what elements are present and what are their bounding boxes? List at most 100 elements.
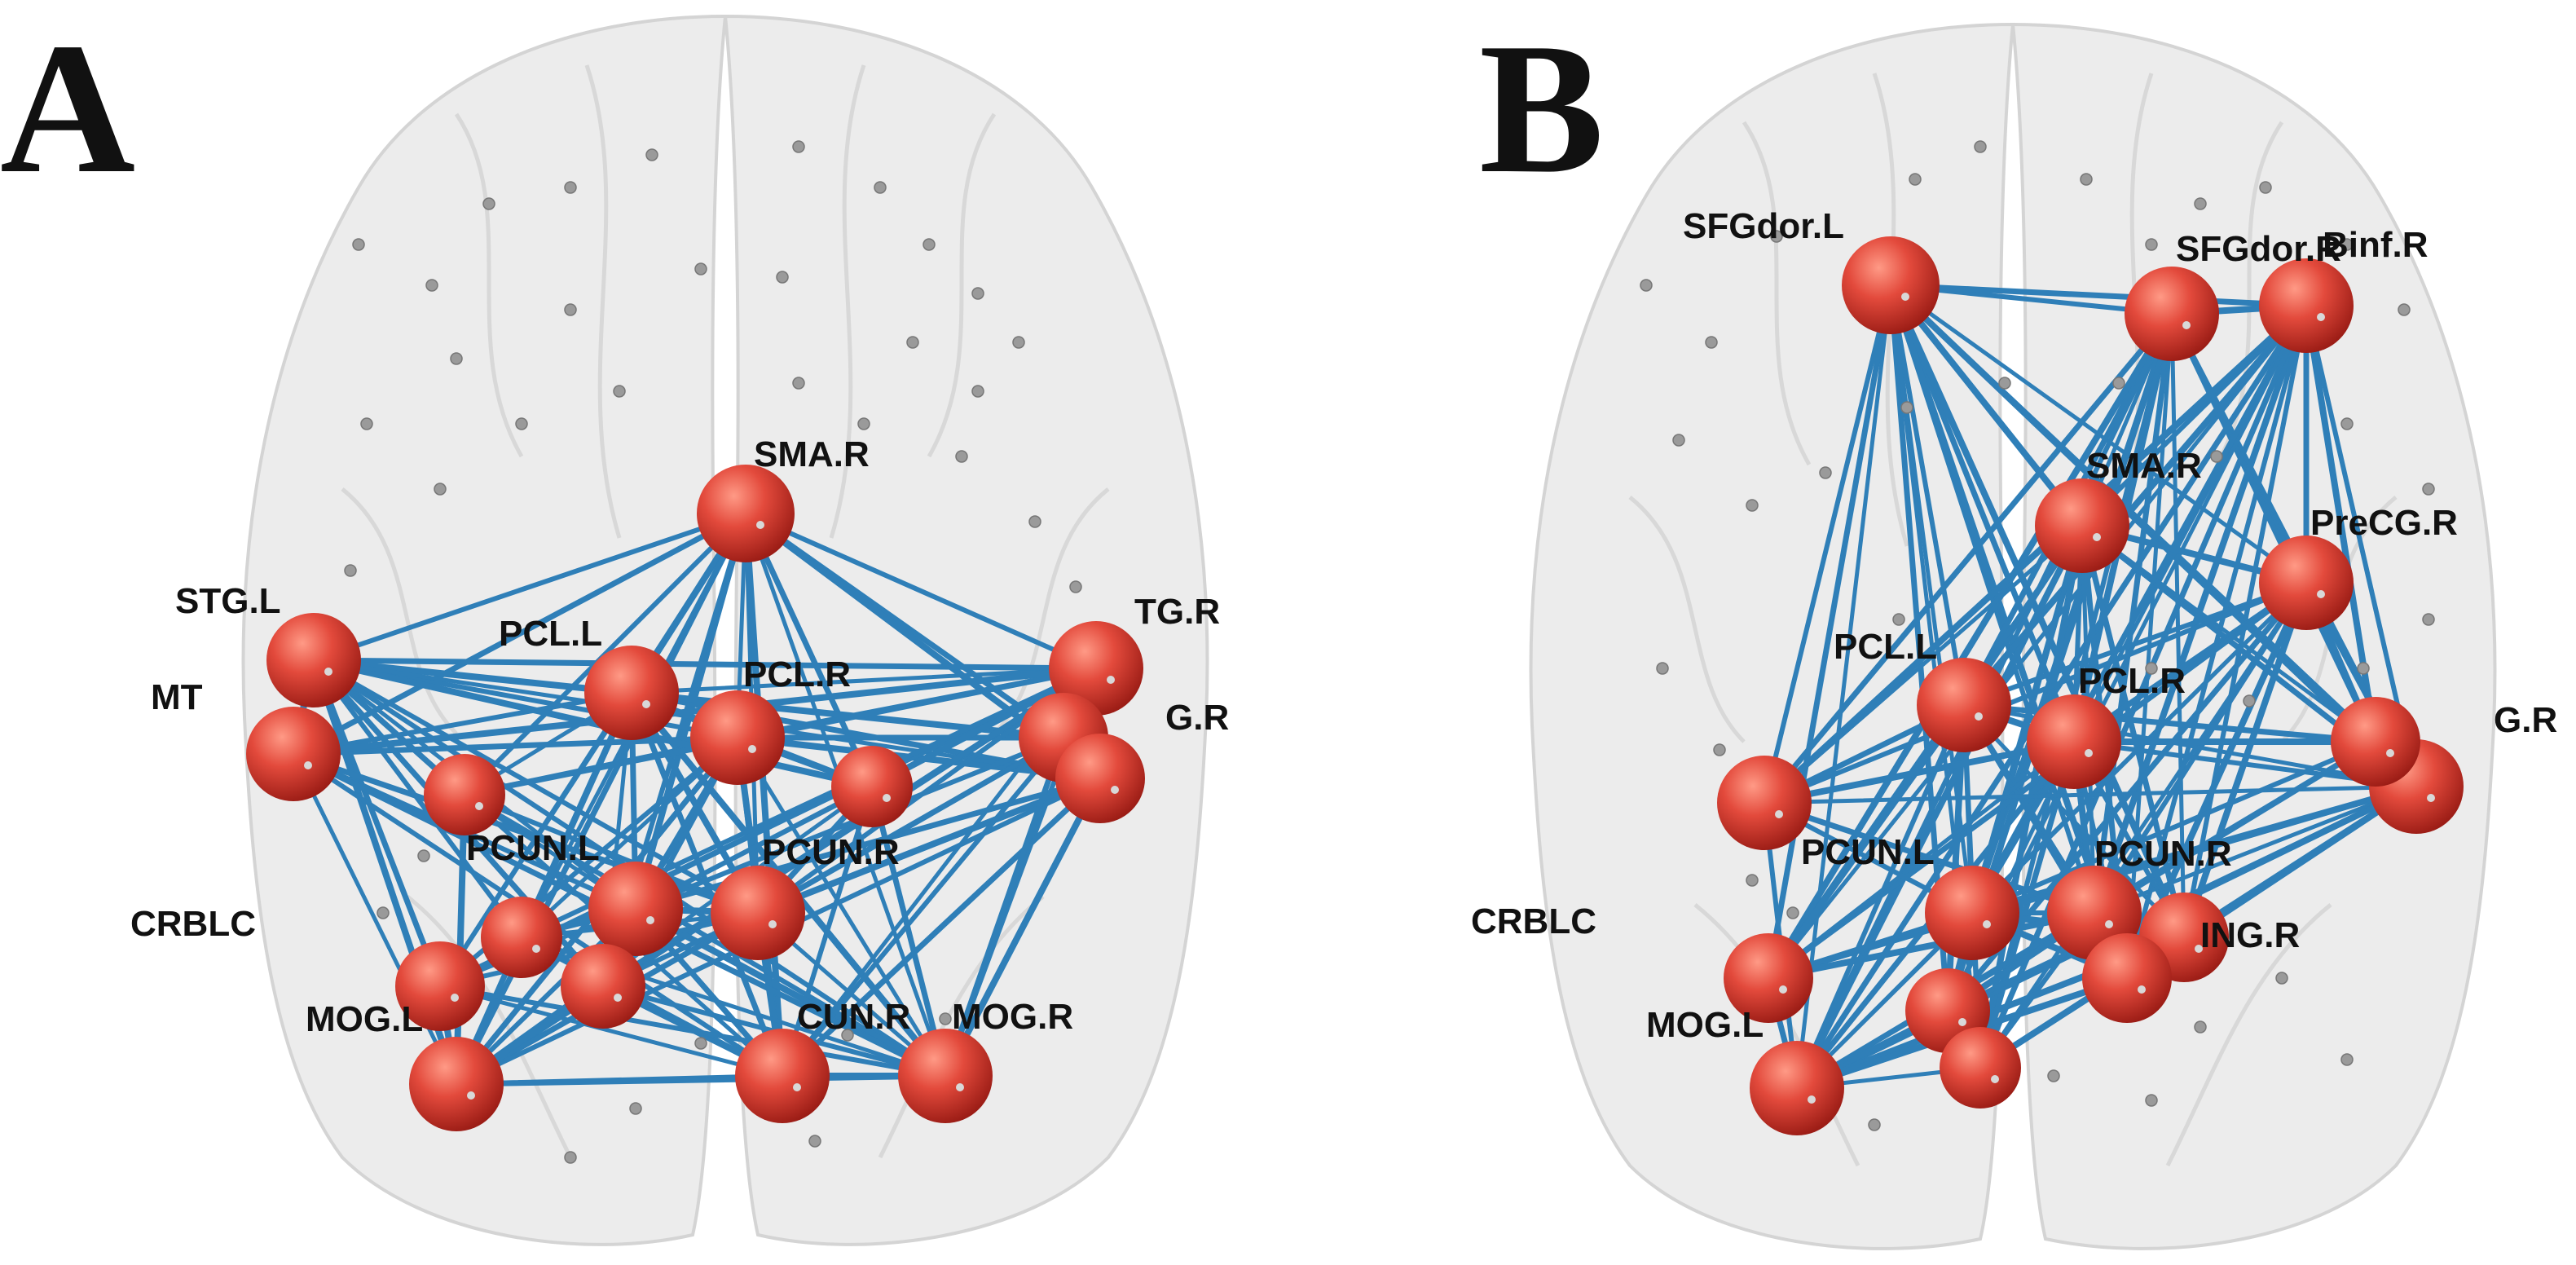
region-node-small bbox=[417, 849, 430, 862]
node-label-pcun-l: PCUN.L bbox=[1801, 832, 1935, 872]
hub-node-center-marker bbox=[2182, 321, 2191, 329]
hub-node-center-marker bbox=[451, 994, 459, 1002]
region-node-small bbox=[1819, 466, 1832, 479]
edge-1-0-3 bbox=[1887, 282, 2085, 529]
panel-b: B SFGdor.LSFGdor.RBinf.RSMA.RPreCG.RPCL.… bbox=[1471, 4, 2557, 1250]
region-node-small bbox=[971, 287, 984, 300]
edge-1-5-10 bbox=[1765, 702, 1967, 981]
region-node-small bbox=[841, 1029, 854, 1042]
region-node-small bbox=[2145, 238, 2158, 251]
edge-1-8-17 bbox=[1970, 739, 2378, 915]
edge-0-2-5 bbox=[290, 665, 1099, 757]
node-label-g-r: G.R bbox=[1165, 698, 1229, 738]
region-node-small bbox=[1656, 662, 1669, 675]
node-label-stg-l: STG.L bbox=[175, 581, 281, 621]
edge-0-0-1 bbox=[311, 511, 748, 663]
region-node-small bbox=[376, 906, 390, 919]
region-node-small bbox=[874, 181, 887, 194]
edge-1-7-9 bbox=[2092, 784, 2419, 915]
edge-1-5-11 bbox=[1962, 703, 2186, 940]
region-node-small bbox=[2243, 694, 2256, 707]
region-node-small bbox=[1672, 434, 1685, 447]
region-node-small bbox=[360, 417, 373, 430]
hub-node-pcl-r bbox=[2027, 694, 2121, 789]
hub-node-center-marker bbox=[1779, 985, 1787, 994]
region-node-small bbox=[2194, 1020, 2207, 1034]
edge-1-2-13 bbox=[1761, 302, 2310, 806]
region-node-small bbox=[2340, 238, 2354, 251]
region-node-small bbox=[645, 148, 658, 161]
edge-1-9-13 bbox=[1761, 800, 2098, 916]
edge-1-3-12 bbox=[1794, 522, 2085, 1091]
hub-node-crblc bbox=[1724, 933, 1813, 1023]
region-node-small bbox=[694, 1037, 707, 1050]
region-node-small bbox=[629, 1102, 642, 1115]
hub-node-unlabeled-16 bbox=[481, 897, 562, 978]
hub-node-center-marker bbox=[1975, 712, 1983, 721]
hub-node-center-marker bbox=[646, 916, 654, 924]
edge-0-8-13 bbox=[462, 792, 760, 915]
hub-node-center-marker bbox=[1958, 1018, 1966, 1026]
region-node-small bbox=[613, 385, 626, 398]
edge-0-0-5 bbox=[743, 511, 1099, 671]
hub-node-center-marker bbox=[1991, 1075, 1999, 1083]
region-node-small bbox=[776, 271, 789, 284]
hub-node-center-marker bbox=[2105, 920, 2113, 928]
edge-0-12-15 bbox=[942, 775, 1103, 1079]
node-label-binf-r: Binf.R bbox=[2323, 225, 2428, 265]
hub-node-sfgdor-r bbox=[2125, 267, 2219, 361]
region-node-small bbox=[2080, 173, 2093, 186]
edge-0-12-13 bbox=[462, 792, 948, 1078]
node-label-mog-r: MOG.R bbox=[952, 997, 1073, 1037]
edge-0-11-15 bbox=[779, 775, 1103, 1079]
node-label-pcun-l: PCUN.L bbox=[466, 828, 600, 868]
node-label-pcl-r: PCL.R bbox=[743, 655, 851, 694]
node-label-cun-r: CUN.R bbox=[797, 997, 910, 1037]
region-node-small bbox=[564, 303, 577, 316]
node-label-sma-r: SMA.R bbox=[2086, 446, 2202, 486]
region-node-small bbox=[792, 377, 805, 390]
hub-node-center-marker bbox=[793, 1083, 801, 1091]
edge-1-3-13 bbox=[1762, 523, 2085, 805]
hub-node-center-marker bbox=[2085, 749, 2093, 757]
region-node-small bbox=[1900, 401, 1913, 414]
edge-1-2-9 bbox=[2091, 302, 2310, 916]
hub-node-center-marker bbox=[614, 994, 622, 1002]
region-node-small bbox=[434, 483, 447, 496]
region-node-small bbox=[1786, 906, 1799, 919]
hub-node-crblc bbox=[395, 941, 485, 1031]
region-node-small bbox=[1705, 336, 1718, 349]
node-label-pcl-l: PCL.L bbox=[499, 614, 602, 654]
hub-node-center-marker bbox=[1111, 786, 1119, 794]
region-node-small bbox=[2422, 613, 2435, 626]
region-node-small bbox=[2145, 1094, 2158, 1107]
edge-1-1-17 bbox=[2169, 311, 2379, 745]
edge-1-4-5 bbox=[1962, 580, 2309, 707]
edge-1-0-13 bbox=[1762, 283, 1893, 805]
hub-node-center-marker bbox=[756, 521, 764, 529]
hub-node-center-marker bbox=[956, 1083, 964, 1091]
region-node-small bbox=[694, 262, 707, 275]
region-node-small bbox=[971, 385, 984, 398]
node-label-tg-r: TG.R bbox=[1134, 592, 1220, 632]
edge-1-2-10 bbox=[1766, 303, 2309, 981]
edge-0-2-3 bbox=[291, 690, 634, 756]
edge-0-3-5 bbox=[629, 666, 1099, 695]
edges-b bbox=[1761, 282, 2420, 1091]
region-node-small bbox=[352, 238, 365, 251]
edge-1-1-13 bbox=[1761, 311, 2175, 806]
region-node-small bbox=[2259, 181, 2272, 194]
hub-node-center-marker bbox=[1775, 810, 1783, 818]
hub-node-binf-r bbox=[2259, 258, 2354, 353]
region-node-small bbox=[1069, 580, 1082, 593]
region-node-small bbox=[2357, 662, 2370, 675]
edge-0-6-12 bbox=[942, 734, 1067, 1079]
region-node-small bbox=[1746, 499, 1759, 512]
hub-node-center-marker bbox=[304, 761, 312, 769]
hub-node-pcun-l bbox=[1925, 866, 2019, 960]
edge-1-9-10 bbox=[1765, 910, 2098, 981]
region-node-small bbox=[1770, 230, 1783, 243]
hub-node-unlabeled-17 bbox=[2331, 697, 2420, 787]
region-node-small bbox=[2422, 483, 2435, 496]
